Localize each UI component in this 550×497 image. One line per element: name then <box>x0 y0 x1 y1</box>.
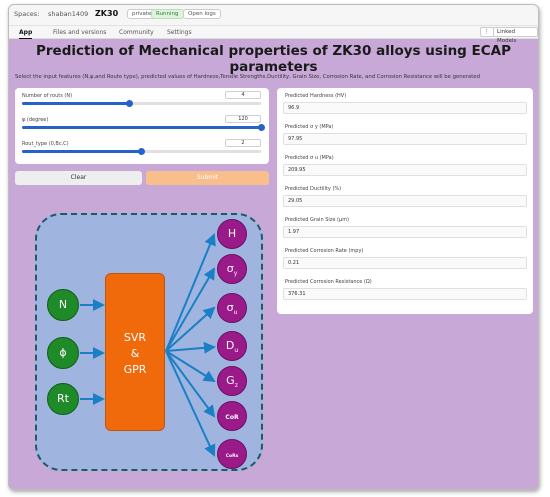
arrow-out-du <box>165 341 216 354</box>
output-node-sigma-y: σy <box>217 254 247 284</box>
output-corrosion-rate: 0.21 <box>283 257 527 269</box>
output-yield-strength: 97.95 <box>283 133 527 145</box>
output-node-main: D <box>225 339 235 352</box>
slider-fill <box>22 102 130 105</box>
slider-route-type[interactable] <box>22 148 261 155</box>
page-description: Select the input features (N,φ,and Route… <box>15 74 480 80</box>
output-ultimate-strength: 209.95 <box>283 164 527 176</box>
output-hardness: 96.9 <box>283 102 527 114</box>
output-node-gz: Gz <box>217 366 247 396</box>
output-node-main: CoR <box>225 414 239 421</box>
slider-value-routs[interactable]: 4 <box>225 91 261 99</box>
output-corrosion-resistance: 376.31 <box>283 288 527 300</box>
inputs-panel: Number of routs (N) 4 φ (degree) 120 Rou… <box>15 88 269 164</box>
model-label-svr: SVR <box>123 331 147 344</box>
output-node-cors: CoRs <box>217 439 247 469</box>
input-node-phi: ϕ <box>47 337 79 369</box>
output-label-hardness: Predicted Hardness (HV) <box>285 93 347 99</box>
diagram-arrows <box>80 233 216 457</box>
output-node-main: G <box>226 374 235 387</box>
arrow-out-h <box>165 233 216 352</box>
output-node-main: σ <box>226 262 234 275</box>
slider-fill <box>22 126 261 129</box>
output-label-yield: Predicted σ y (MPa) <box>285 124 334 130</box>
output-node-sigma-u: σu <box>217 293 247 323</box>
output-node-main: CoRs <box>225 454 239 459</box>
repo-name[interactable]: ZK30 <box>95 9 119 18</box>
output-label-ductility: Predicted Ductility (%) <box>285 186 342 192</box>
tab-files-and-versions[interactable]: Files and versions <box>53 29 107 36</box>
tab-app[interactable]: App <box>19 27 33 39</box>
more-icon[interactable]: ⋮ <box>480 27 494 37</box>
spaces-label: Spaces: <box>14 10 40 18</box>
linked-models-button[interactable]: Linked Models <box>493 27 538 44</box>
top-bar: Spaces: shaban1409 ZK30 private Running … <box>9 5 538 26</box>
model-label-and: & <box>130 347 140 360</box>
arrow-out-sy <box>165 267 216 352</box>
output-label-grain-size: Predicted Grain Size (μm) <box>285 217 350 223</box>
model-box: SVR & GPR <box>105 273 165 431</box>
arrow-out-cors <box>165 350 216 457</box>
output-node-h: H <box>217 219 247 249</box>
output-grain-size: 1.97 <box>283 226 527 238</box>
output-label-corrosion-resistance: Predicted Corrosion Resistance (Ω) <box>285 279 372 285</box>
tab-community[interactable]: Community <box>119 29 154 36</box>
arrow-out-gz <box>165 350 216 383</box>
slider-fill <box>22 150 142 153</box>
slider-value-phi[interactable]: 120 <box>225 115 261 123</box>
slider-label-phi: φ (degree) <box>22 117 49 123</box>
open-logs-button[interactable]: Open logs <box>183 9 221 19</box>
submit-button[interactable]: Submit <box>146 171 269 185</box>
output-node-sub: z <box>234 382 238 390</box>
owner-name[interactable]: shaban1409 <box>48 10 89 18</box>
output-node-sub: u <box>234 347 239 355</box>
arrow-out-su <box>165 306 216 352</box>
slider-phi[interactable] <box>22 124 265 131</box>
slider-value-route-type[interactable]: 2 <box>225 139 261 147</box>
model-label-gpr: GPR <box>123 363 147 376</box>
slider-label-routs: Number of routs (N) <box>22 93 73 99</box>
output-node-main: H <box>227 227 237 240</box>
output-label-ultimate: Predicted σ u (MPa) <box>285 155 334 161</box>
output-node-du: Du <box>217 331 247 361</box>
output-node-main: σ <box>226 301 234 314</box>
slider-thumb[interactable] <box>257 124 265 131</box>
slider-routs[interactable] <box>22 100 261 107</box>
clear-button[interactable]: Clear <box>15 171 142 185</box>
running-badge: Running <box>151 9 184 19</box>
output-ductility: 29.05 <box>283 195 527 207</box>
output-node-sub: y <box>233 270 238 278</box>
input-node-n: N <box>47 289 79 321</box>
output-label-corrosion-rate: Predicted Corrosion Rate (mpy) <box>285 248 364 254</box>
page-title: Prediction of Mechanical properties of Z… <box>35 43 512 75</box>
input-node-rt: Rt <box>47 383 79 415</box>
output-node-cor: CoR <box>217 401 247 431</box>
slider-label-route-type: Rout_type (0,Bc,C) <box>22 141 69 147</box>
model-diagram: N ϕ Rt SVR & GPR H σy σu Du Gz CoR CoRs <box>35 213 263 471</box>
output-node-sub: u <box>233 309 238 317</box>
tab-bar: App Files and versions Community Setting… <box>9 26 538 44</box>
app-window: Spaces: shaban1409 ZK30 private Running … <box>8 4 539 490</box>
arrow-out-cor <box>165 350 216 418</box>
tab-settings[interactable]: Settings <box>167 29 192 36</box>
slider-thumb[interactable] <box>126 100 134 107</box>
outputs-panel: Predicted Hardness (HV) 96.9 Predicted σ… <box>277 88 533 314</box>
slider-thumb[interactable] <box>138 148 145 155</box>
